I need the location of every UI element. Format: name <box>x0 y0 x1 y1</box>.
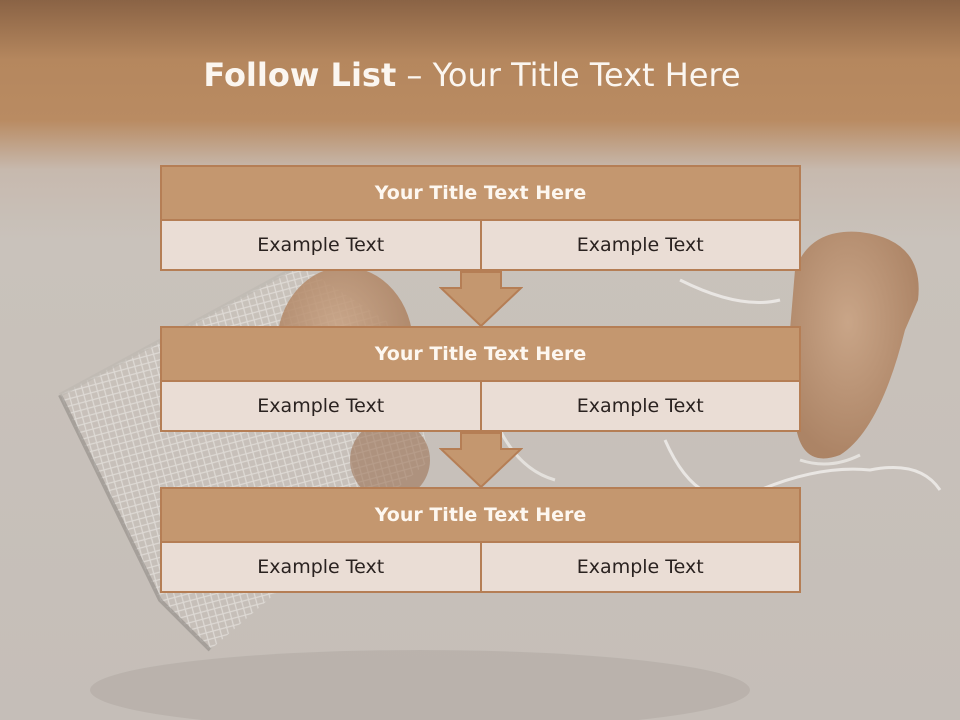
block-row: Example Text Example Text <box>160 221 801 271</box>
block-cell-right: Example Text <box>481 382 801 432</box>
block-heading: Your Title Text Here <box>160 326 801 382</box>
title-bold: Follow List <box>203 56 397 94</box>
block-cell-left: Example Text <box>160 221 482 271</box>
title-rest: – Your Title Text Here <box>396 56 741 94</box>
slide-title: Follow List – Your Title Text Here <box>0 56 944 94</box>
list-block-1: Your Title Text Here Example Text Exampl… <box>160 165 801 271</box>
block-cell-left: Example Text <box>160 382 482 432</box>
block-cell-right: Example Text <box>481 221 801 271</box>
down-arrow-icon <box>439 432 523 489</box>
list-block-2: Your Title Text Here Example Text Exampl… <box>160 326 801 432</box>
block-row: Example Text Example Text <box>160 382 801 432</box>
block-cell-right: Example Text <box>481 543 801 593</box>
block-heading: Your Title Text Here <box>160 487 801 543</box>
block-heading: Your Title Text Here <box>160 165 801 221</box>
block-cell-left: Example Text <box>160 543 482 593</box>
down-arrow-icon <box>439 271 523 328</box>
list-block-3: Your Title Text Here Example Text Exampl… <box>160 487 801 593</box>
block-row: Example Text Example Text <box>160 543 801 593</box>
